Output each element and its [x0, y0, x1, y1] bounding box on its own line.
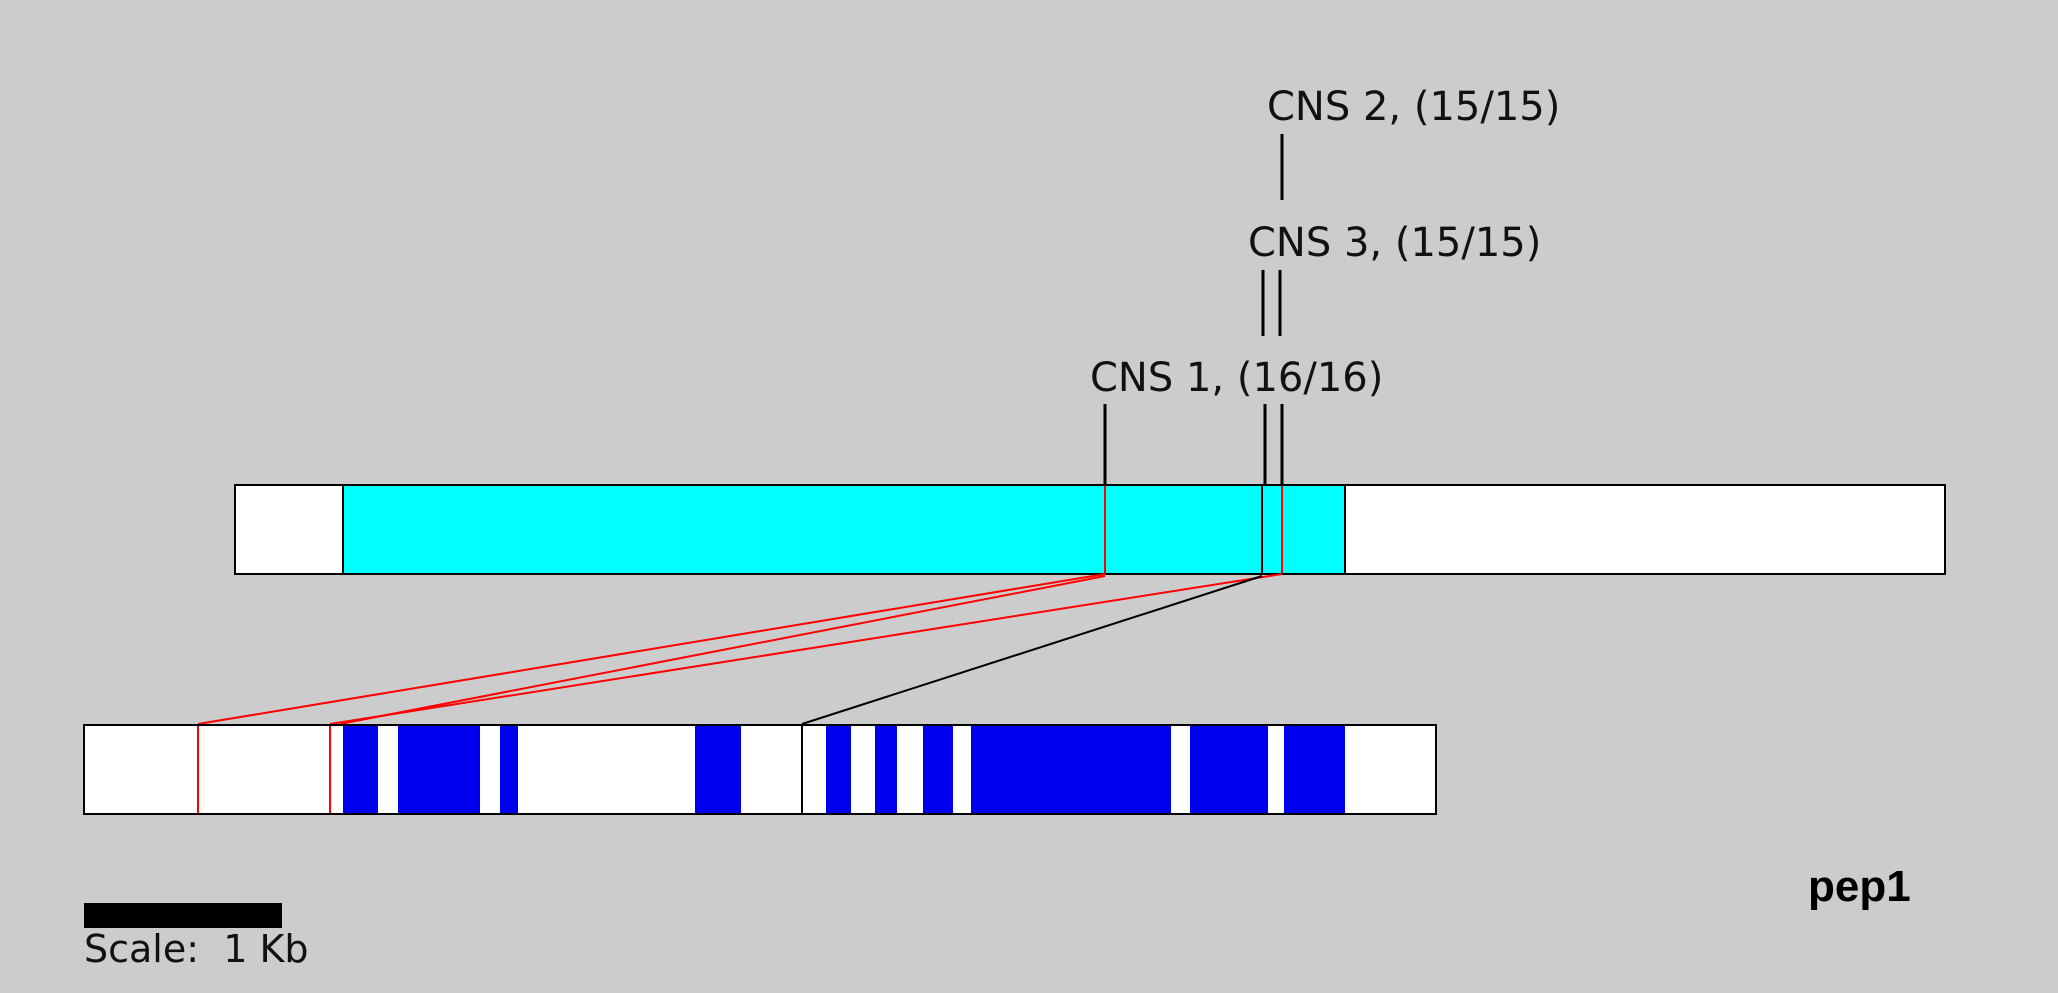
cns2-connector: [329, 573, 1283, 725]
upper-gene-cyan-region: [343, 486, 1345, 573]
exon-4: [695, 726, 741, 813]
exon-7: [923, 726, 953, 813]
exon-8: [971, 726, 1171, 813]
exon-1: [343, 726, 378, 813]
scale-bar: [84, 903, 282, 928]
cns3-label: CNS 3, (15/15): [1248, 220, 1541, 266]
cns2-label: CNS 2, (15/15): [1267, 84, 1560, 130]
cns1-label: CNS 1, (16/16): [1090, 355, 1383, 401]
cns1-connector-b: [339, 575, 1106, 725]
exon-5: [826, 726, 851, 813]
exon-6: [875, 726, 897, 813]
cns1-connector-a: [197, 573, 1106, 725]
cns3-connector: [801, 575, 1263, 725]
exon-10: [1284, 726, 1345, 813]
scale-label: Scale: 1 Kb: [84, 927, 309, 971]
exon-3: [500, 726, 518, 813]
exon-2: [398, 726, 480, 813]
exon-9: [1190, 726, 1268, 813]
gene-name-label: pep1: [1808, 862, 1911, 911]
